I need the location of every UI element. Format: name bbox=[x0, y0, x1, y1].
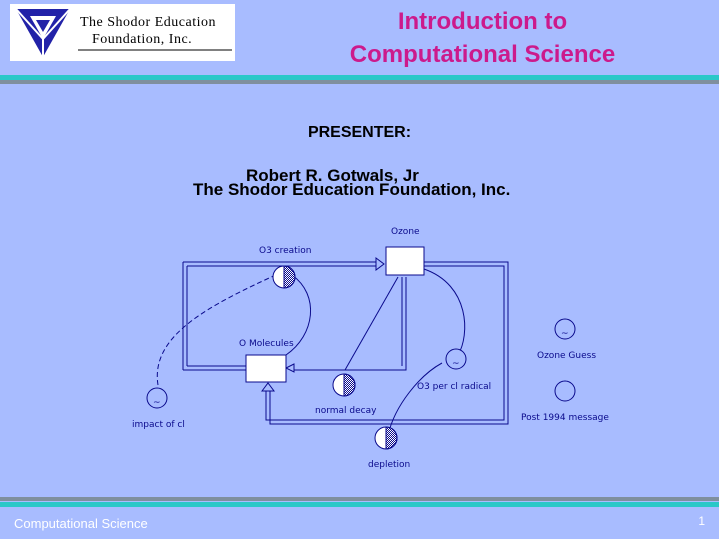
converter-o3-per-cl-radical bbox=[445, 348, 467, 370]
stock-flow-diagram: ~ ~ ~ O3 creation Ozone O Molecules norm… bbox=[132, 227, 609, 470]
presenter-label: PRESENTER: bbox=[307, 124, 412, 141]
connector-molecules-to-creation bbox=[285, 274, 312, 356]
connector-impact-to-creation bbox=[156, 272, 281, 386]
shodor-triangle-logo-icon bbox=[15, 8, 232, 57]
stock-o-molecules bbox=[245, 354, 287, 383]
label-ozone-guess: Ozone Guess bbox=[537, 351, 596, 361]
stock-ozone bbox=[385, 246, 425, 276]
flow-pipe-right-loop bbox=[265, 261, 509, 425]
label-impact-of-cl: impact of cl bbox=[132, 420, 185, 430]
header-divider-gray bbox=[0, 80, 719, 84]
converter-post-1994-message bbox=[554, 380, 576, 402]
label-o3-per-cl-radical: O3 per cl radical bbox=[417, 382, 491, 392]
connector-ozone-to-radical bbox=[423, 268, 466, 356]
header-divider-teal bbox=[0, 75, 719, 80]
footer-course-title: Computational Science bbox=[14, 516, 148, 531]
slide-title-line-2: Computational Science bbox=[349, 41, 616, 68]
presenter-name: Robert R. Gotwals, Jr bbox=[246, 166, 419, 185]
label-post-1994-message: Post 1994 message bbox=[521, 413, 609, 423]
converter-ozone-guess bbox=[554, 318, 576, 340]
presenter-organization: The Shodor Education Foundation, Inc. bbox=[193, 180, 511, 199]
svg-text:~: ~ bbox=[561, 329, 569, 339]
shodor-logo: The Shodor Education Foundation, Inc. bbox=[10, 4, 235, 61]
label-o-molecules: O Molecules bbox=[239, 339, 294, 349]
footer-divider-teal bbox=[0, 502, 719, 507]
label-depletion: depletion bbox=[368, 460, 410, 470]
slide-title-line-1: Introduction to bbox=[397, 8, 568, 35]
label-o3-creation: O3 creation bbox=[259, 246, 311, 256]
arrowhead-into-ozone bbox=[375, 257, 385, 271]
label-ozone: Ozone bbox=[391, 227, 420, 237]
footer-divider-gray bbox=[0, 497, 719, 501]
connector-ozone-to-decay bbox=[344, 276, 399, 371]
label-normal-decay: normal decay bbox=[315, 406, 377, 416]
logo-text: The Shodor Education Foundation, Inc. bbox=[80, 14, 216, 48]
connector-radical-to-depletion bbox=[387, 362, 443, 436]
arrowhead-up-into-o-molecules bbox=[261, 382, 275, 392]
logo-line-1: The Shodor Education bbox=[80, 15, 216, 30]
logo-line-2: Foundation, Inc. bbox=[92, 32, 193, 47]
svg-text:~: ~ bbox=[153, 398, 161, 408]
flow-pipe-ozone-down bbox=[294, 277, 407, 371]
svg-text:~: ~ bbox=[452, 359, 460, 369]
slide-title: Introduction to Computational Science bbox=[300, 5, 665, 71]
footer-page-number: 1 bbox=[698, 514, 705, 528]
converter-impact-of-cl bbox=[146, 387, 168, 409]
arrowhead-into-o-molecules bbox=[284, 363, 295, 373]
